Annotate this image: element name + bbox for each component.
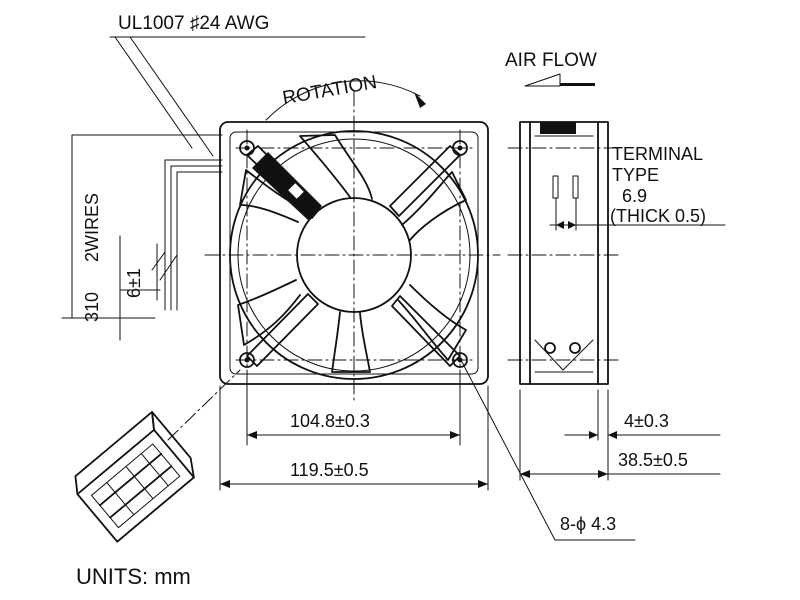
frame-size-label: 119.5±0.5 [290, 460, 369, 480]
fan-depth-label: 38.5±0.5 [618, 450, 688, 470]
wire-length-label: 310 [82, 292, 102, 322]
wire-length-bracket [71, 134, 223, 319]
lead-wires [61, 134, 223, 341]
air-flow-indicator: AIR FLOW [505, 50, 597, 87]
wire-spec-label: UL1007 ♯24 AWG [118, 13, 269, 34]
wire-count-label: 2WIRES [82, 193, 102, 262]
front-dimensions: 104.8±0.3 119.5±0.5 8-ϕ 4.3 [219, 361, 636, 541]
rotation-indicator: ROTATION [265, 72, 426, 121]
wire-label-plate [252, 152, 322, 220]
flange-thickness-label: 4±0.3 [624, 411, 669, 431]
wire-spec-callout: UL1007 ♯24 AWG [109, 13, 366, 157]
connector-leader [167, 369, 241, 441]
strip-length-label: 6±1 [124, 268, 144, 298]
side-dimensions: 4±0.3 38.5±0.5 [519, 389, 721, 481]
terminal-label-3: 6.9 [622, 186, 647, 206]
connector-detail [74, 411, 195, 543]
mount-holes-label: 8-ϕ 4.3 [560, 514, 616, 534]
terminal-callout: TERMINAL TYPE 6.9 (THICK 0.5) [610, 144, 706, 226]
terminal-label-4: (THICK 0.5) [610, 206, 706, 226]
terminal-label-1: TERMINAL [612, 144, 703, 164]
side-view [507, 121, 726, 385]
terminal-label-2: TYPE [612, 165, 659, 185]
front-view [204, 91, 501, 401]
units-label: UNITS: mm [76, 564, 191, 589]
hole-spacing-label: 104.8±0.3 [290, 411, 370, 431]
label-window [288, 183, 304, 199]
rotation-label: ROTATION [281, 72, 379, 109]
side-outline [519, 121, 609, 385]
air-flow-label: AIR FLOW [505, 50, 597, 71]
side-top-block [540, 122, 576, 134]
